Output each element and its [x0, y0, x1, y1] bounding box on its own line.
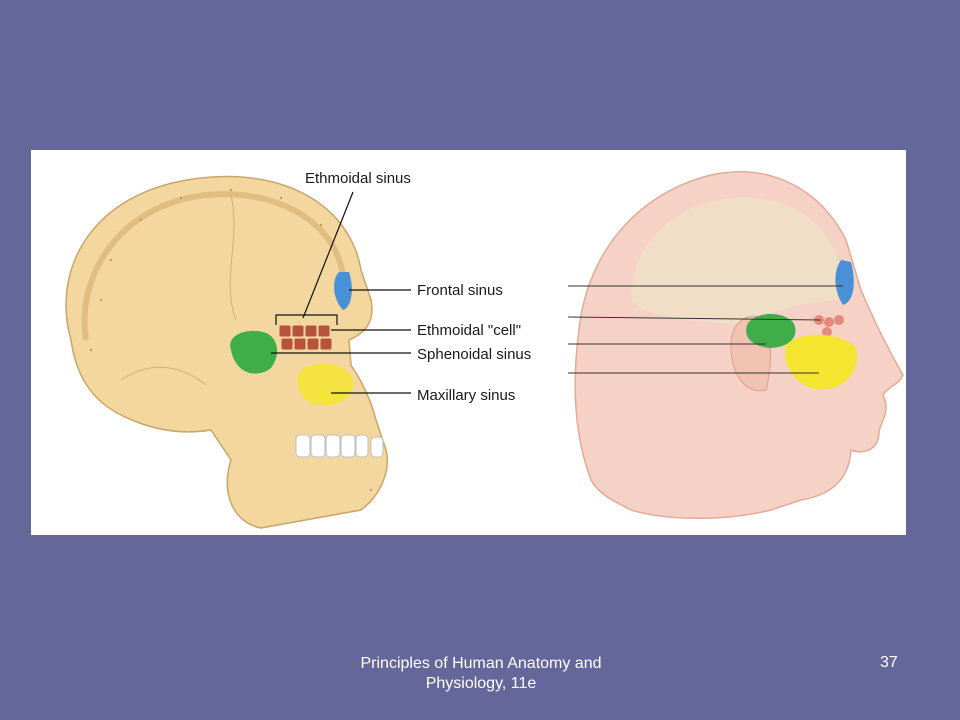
leader-lines-right — [567, 285, 843, 374]
skull-cranium — [65, 175, 388, 529]
sinus-figure: Ethmoidal sinus Frontal sinus Ethmoidal … — [31, 150, 906, 535]
leader-lines-left — [271, 191, 411, 394]
skull-inner-table — [81, 191, 346, 341]
footer-title-line2: Physiology, 11e — [425, 675, 537, 692]
page-number: 37 — [880, 654, 898, 671]
label-sphenoidal-sinus: Sphenoidal sinus — [417, 346, 531, 363]
sinus-illustration: Ethmoidal sinus Frontal sinus Ethmoidal … — [65, 170, 904, 529]
projected-frontal-sinus — [835, 260, 854, 305]
head-illustration — [567, 171, 904, 519]
bone-texture — [89, 188, 373, 492]
label-ethmoidal-sinus: Ethmoidal sinus — [305, 170, 411, 187]
ethmoidal-cells-shape — [278, 324, 333, 351]
sphenoidal-sinus-shape — [230, 330, 278, 374]
maxillary-sinus-shape — [297, 364, 354, 406]
projected-maxillary-sinus — [785, 334, 857, 390]
label-frontal-sinus: Frontal sinus — [417, 282, 503, 299]
skull-overlay — [631, 197, 846, 325]
footer-title-line1: Principles of Human Anatomy and — [360, 655, 602, 672]
footer-title: Principles of Human Anatomy and Physiolo… — [300, 654, 662, 694]
frontal-sinus-shape — [334, 272, 352, 310]
projected-sphenoidal-sinus — [746, 314, 796, 348]
label-maxillary-sinus: Maxillary sinus — [417, 387, 515, 404]
label-ethmoidal-cell: Ethmoidal "cell" — [417, 322, 521, 339]
teeth — [295, 434, 384, 458]
skull-illustration: Ethmoidal sinus Frontal sinus Ethmoidal … — [65, 170, 531, 529]
